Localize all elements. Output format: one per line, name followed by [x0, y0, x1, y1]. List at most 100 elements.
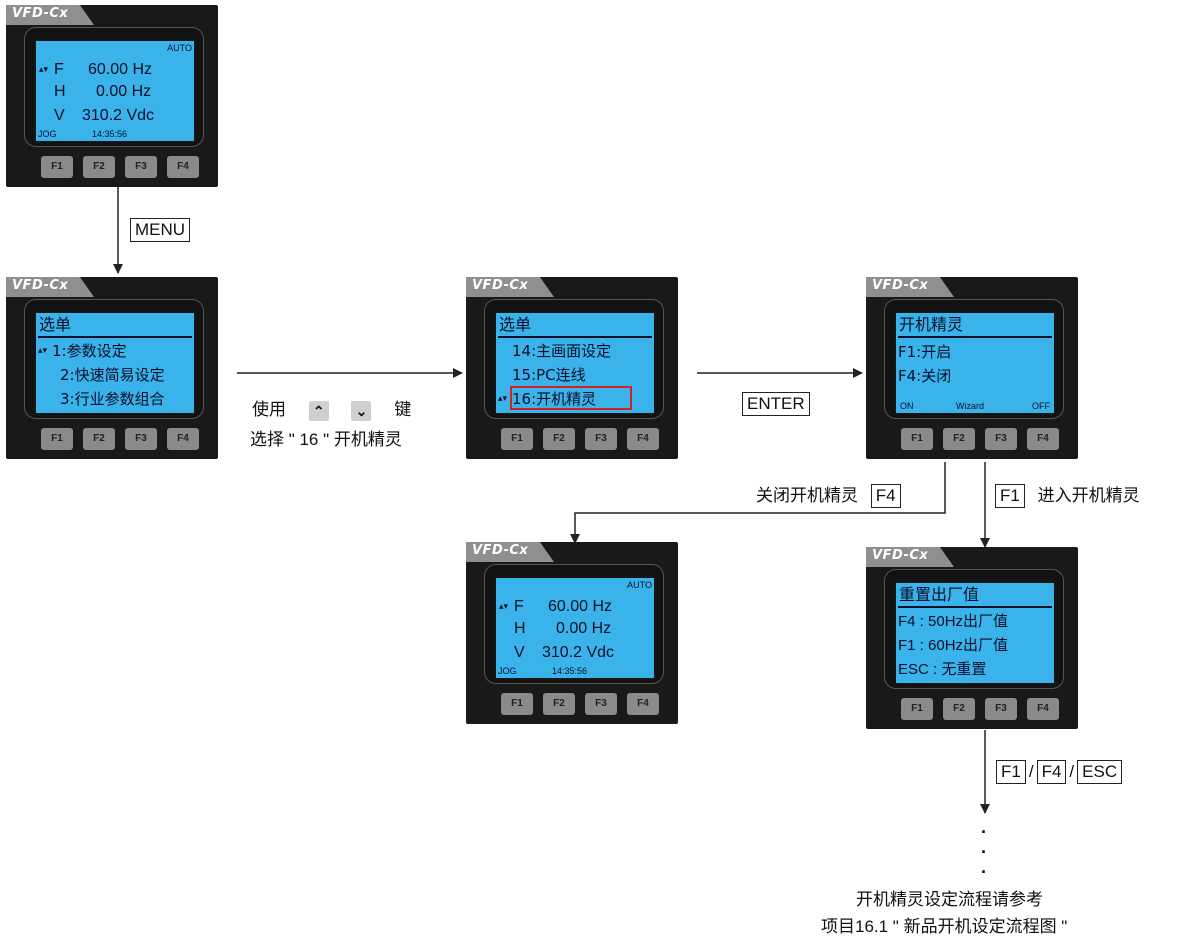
f2-button[interactable]: F2	[83, 428, 115, 450]
reset-option: F4 : 50Hz出厂值	[898, 613, 1009, 630]
enter-wizard-label: F1 进入开机精灵	[995, 481, 1140, 508]
wizard-option: F1:开启	[898, 343, 952, 361]
chevron-up-icon: ⌃	[308, 400, 329, 421]
screen-title: 选单	[38, 314, 192, 338]
continuation-dot: ·	[981, 862, 987, 882]
f4-button[interactable]: F4	[167, 428, 199, 450]
close-wizard-label: 关闭开机精灵 F4	[756, 481, 901, 508]
soft-key-wizard: Wizard	[956, 401, 985, 411]
menu-key: MENU	[130, 218, 191, 242]
f1-button[interactable]: F1	[501, 693, 533, 715]
row-value: 60.00 Hz	[88, 61, 153, 78]
f2-button[interactable]: F2	[543, 428, 575, 450]
f4-button[interactable]: F4	[1027, 428, 1059, 450]
menu-key-label: MENU	[130, 218, 191, 242]
slash: /	[1069, 762, 1075, 781]
f3-button[interactable]: F3	[585, 693, 617, 715]
jog-indicator: JOG	[38, 129, 57, 139]
f1-button[interactable]: F1	[501, 428, 533, 450]
brand-label: VFD-Cx	[12, 6, 69, 21]
f4-button[interactable]: F4	[167, 156, 199, 178]
brand-label: VFD-Cx	[12, 278, 69, 293]
keypad-menu-second: VFD-Cx 选单 14:主画面设定 15:PC连线 ▴▾ 16:开机精灵 F1…	[466, 277, 678, 459]
brand-tab	[6, 5, 94, 25]
scroll-arrows-icon: ▴▾	[499, 601, 509, 611]
scroll-arrows-icon: ▴▾	[38, 346, 48, 356]
screen-title: 选单	[498, 314, 652, 338]
row-symbol: V	[54, 107, 65, 124]
f1-button[interactable]: F1	[41, 156, 73, 178]
reset-option: F1 : 60Hz出厂值	[898, 637, 1009, 654]
f2-button[interactable]: F2	[543, 693, 575, 715]
soft-key-on: ON	[900, 401, 914, 411]
scroll-arrows-icon: ▴▾	[498, 394, 508, 404]
row-value: 310.2 Vdc	[82, 107, 155, 124]
menu-item: 3:行业参数组合	[60, 390, 165, 408]
row-symbol: H	[514, 620, 526, 637]
f4-key: F4	[1036, 760, 1067, 784]
brand-tab	[6, 277, 94, 297]
f1-key: F1	[995, 484, 1025, 508]
row-symbol: H	[54, 83, 66, 100]
f1-button[interactable]: F1	[901, 698, 933, 720]
enter-wizard-text: 进入开机精灵	[1037, 486, 1140, 505]
f4-button[interactable]: F4	[627, 428, 659, 450]
continuation-dot: ·	[981, 842, 987, 862]
f2-button[interactable]: F2	[943, 698, 975, 720]
f1-key: F1	[996, 760, 1026, 784]
use-suffix: 键	[394, 400, 412, 419]
menu-item-selected: 16:开机精灵	[512, 390, 597, 408]
keypad-wizard: VFD-Cx 开机精灵 F1:开启 F4:关闭 ON Wizard OFF F1…	[866, 277, 1078, 459]
menu-item: 15:PC连线	[512, 366, 586, 384]
screen-title: 开机精灵	[898, 314, 1052, 338]
menu-item: 2:快速简易设定	[60, 366, 165, 384]
chevron-down-icon: ⌄	[351, 400, 372, 421]
menu-item: 1:参数设定	[52, 342, 127, 360]
brand-label: VFD-Cx	[472, 543, 529, 558]
keypad-monitor-bottom: VFD-Cx AUTO ▴▾ F 60.00 Hz H 0.00 Hz V 31…	[466, 542, 678, 724]
brand-label: VFD-Cx	[872, 278, 929, 293]
esc-key: ESC	[1077, 760, 1123, 784]
row-symbol: F	[54, 61, 64, 78]
wizard-option: F4:关闭	[898, 367, 952, 385]
f4-key: F4	[870, 484, 901, 508]
reset-keys-label: F1/F4/ESC	[996, 760, 1123, 784]
f1-button[interactable]: F1	[901, 428, 933, 450]
row-value: 310.2 Vdc	[542, 644, 615, 661]
f2-button[interactable]: F2	[83, 156, 115, 178]
f4-button[interactable]: F4	[627, 693, 659, 715]
f3-button[interactable]: F3	[985, 428, 1017, 450]
f3-button[interactable]: F3	[125, 428, 157, 450]
reset-option: ESC : 无重置	[898, 661, 987, 678]
row-value: 0.00 Hz	[556, 620, 612, 637]
f3-button[interactable]: F3	[125, 156, 157, 178]
f4-button[interactable]: F4	[1027, 698, 1059, 720]
brand-tab	[466, 542, 554, 562]
arrow-close-wizard	[570, 462, 946, 544]
clock: 14:35:56	[92, 129, 128, 139]
f2-button[interactable]: F2	[943, 428, 975, 450]
f3-button[interactable]: F3	[585, 428, 617, 450]
keypad-menu-first: VFD-Cx 选单 ▴▾ 1:参数设定 2:快速简易设定 3:行业参数组合 F1…	[6, 277, 218, 459]
f1-button[interactable]: F1	[41, 428, 73, 450]
clock: 14:35:56	[552, 666, 588, 676]
row-value: 60.00 Hz	[548, 598, 613, 615]
f3-button[interactable]: F3	[985, 698, 1017, 720]
lcd-screen: 选单 ▴▾ 1:参数设定 2:快速简易设定 3:行业参数组合	[34, 311, 196, 415]
lcd-screen: 选单 14:主画面设定 15:PC连线 ▴▾ 16:开机精灵	[494, 311, 656, 415]
close-wizard-text: 关闭开机精灵	[756, 486, 858, 505]
slash: /	[1028, 762, 1034, 781]
select-16-label: 选择 " 16 " 开机精灵	[250, 430, 402, 449]
soft-key-off: OFF	[1032, 401, 1050, 411]
keypad-factory-reset: VFD-Cx 重置出厂值 F4 : 50Hz出厂值 F1 : 60Hz出厂值 E…	[866, 547, 1078, 729]
scroll-arrows-icon: ▴▾	[39, 64, 49, 74]
enter-key: ENTER	[742, 392, 810, 416]
row-value: 0.00 Hz	[96, 83, 152, 100]
row-symbol: V	[514, 644, 525, 661]
brand-label: VFD-Cx	[872, 548, 929, 563]
enter-key-label: ENTER	[742, 392, 810, 416]
jog-indicator: JOG	[498, 666, 517, 676]
row-symbol: F	[514, 598, 524, 615]
keypad-monitor-top: VFD-Cx AUTO ▴▾ F 60.00 Hz H 0.00 Hz V 31…	[6, 5, 218, 187]
screen-title: 重置出厂值	[898, 584, 1052, 608]
